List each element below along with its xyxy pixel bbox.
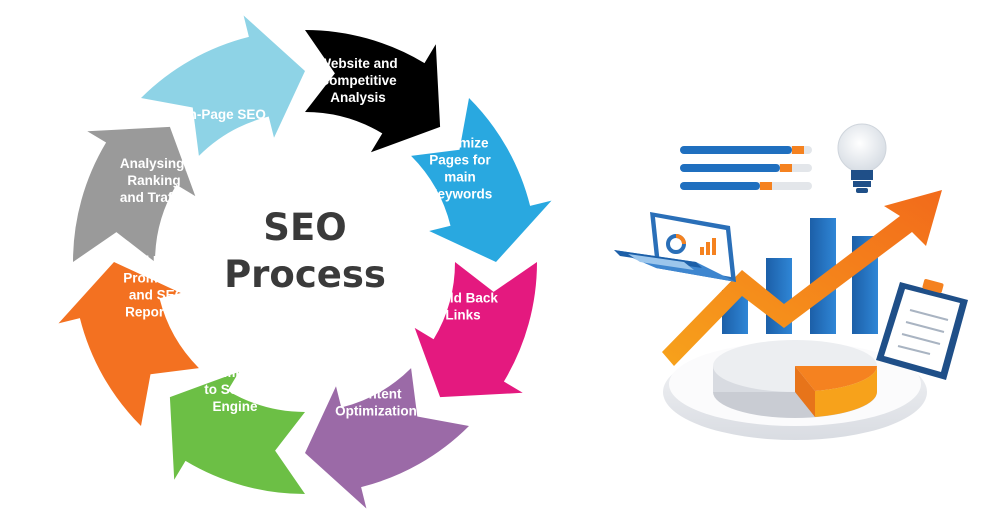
pie-chart-icon — [713, 340, 877, 418]
step-label-line: main — [444, 170, 476, 185]
step-label-line: Content — [351, 387, 402, 402]
step-label-line: Ranking — [127, 173, 180, 188]
step-label-line: Reporting — [125, 305, 189, 320]
step-label-line: and Traffic — [120, 190, 189, 205]
step-label-line: Keywords — [428, 187, 493, 202]
step-label-line: Build Back — [428, 291, 498, 306]
step-label-line: Optimize — [431, 136, 488, 151]
arrow-segment-website-and-competitive-analysis — [305, 29, 441, 153]
arrow-segment-on-page-seo — [141, 15, 305, 156]
step-label-line: Engine — [212, 399, 257, 414]
step-label-line: Website and — [318, 56, 397, 71]
clipboard-icon — [876, 279, 968, 380]
seo-analytics-illustration — [614, 123, 968, 440]
step-label-line: Links — [445, 308, 480, 323]
trend-arrow-icon — [662, 190, 942, 366]
step-label-line: Off-Page — [129, 254, 186, 269]
step-label-line: On-Page SEO — [178, 107, 266, 122]
center-title-seo: SEO — [263, 206, 346, 249]
center-title-process: Process — [224, 253, 386, 296]
step-label-line: and SEO — [129, 288, 185, 303]
step-label-line: Analysis — [330, 90, 386, 105]
arrow-segment-submit-site-to-search-engine — [169, 371, 305, 495]
arrow-segment-build-back-links — [414, 262, 537, 398]
step-label-on-page-seo: On-Page SEO — [178, 107, 266, 122]
step-label-line: Competitive — [319, 73, 397, 88]
step-label-line: Promotion — [123, 271, 191, 286]
laptop-icon — [614, 212, 736, 282]
step-label-line: to Search — [204, 382, 266, 397]
step-label-line: Analysing, — [120, 156, 188, 171]
arrow-segment-content-optimization — [305, 368, 469, 509]
arrow-segment-optimize-pages-for-main-keywords — [411, 98, 552, 262]
step-label-line: Pages for — [429, 153, 491, 168]
lightbulb-icon — [837, 123, 887, 193]
arrow-segment-analysing-ranking-and-traffic — [72, 126, 196, 263]
progress-bars — [680, 146, 812, 190]
step-label-analysing-ranking-and-traffic: Analysing, Ranking and Traffic — [120, 156, 189, 205]
step-label-line: Submit Site — [198, 365, 273, 380]
arrow-segment-off-page-promotion-and-seo-reporting — [58, 262, 199, 426]
step-label-line: Optimization — [335, 404, 417, 419]
